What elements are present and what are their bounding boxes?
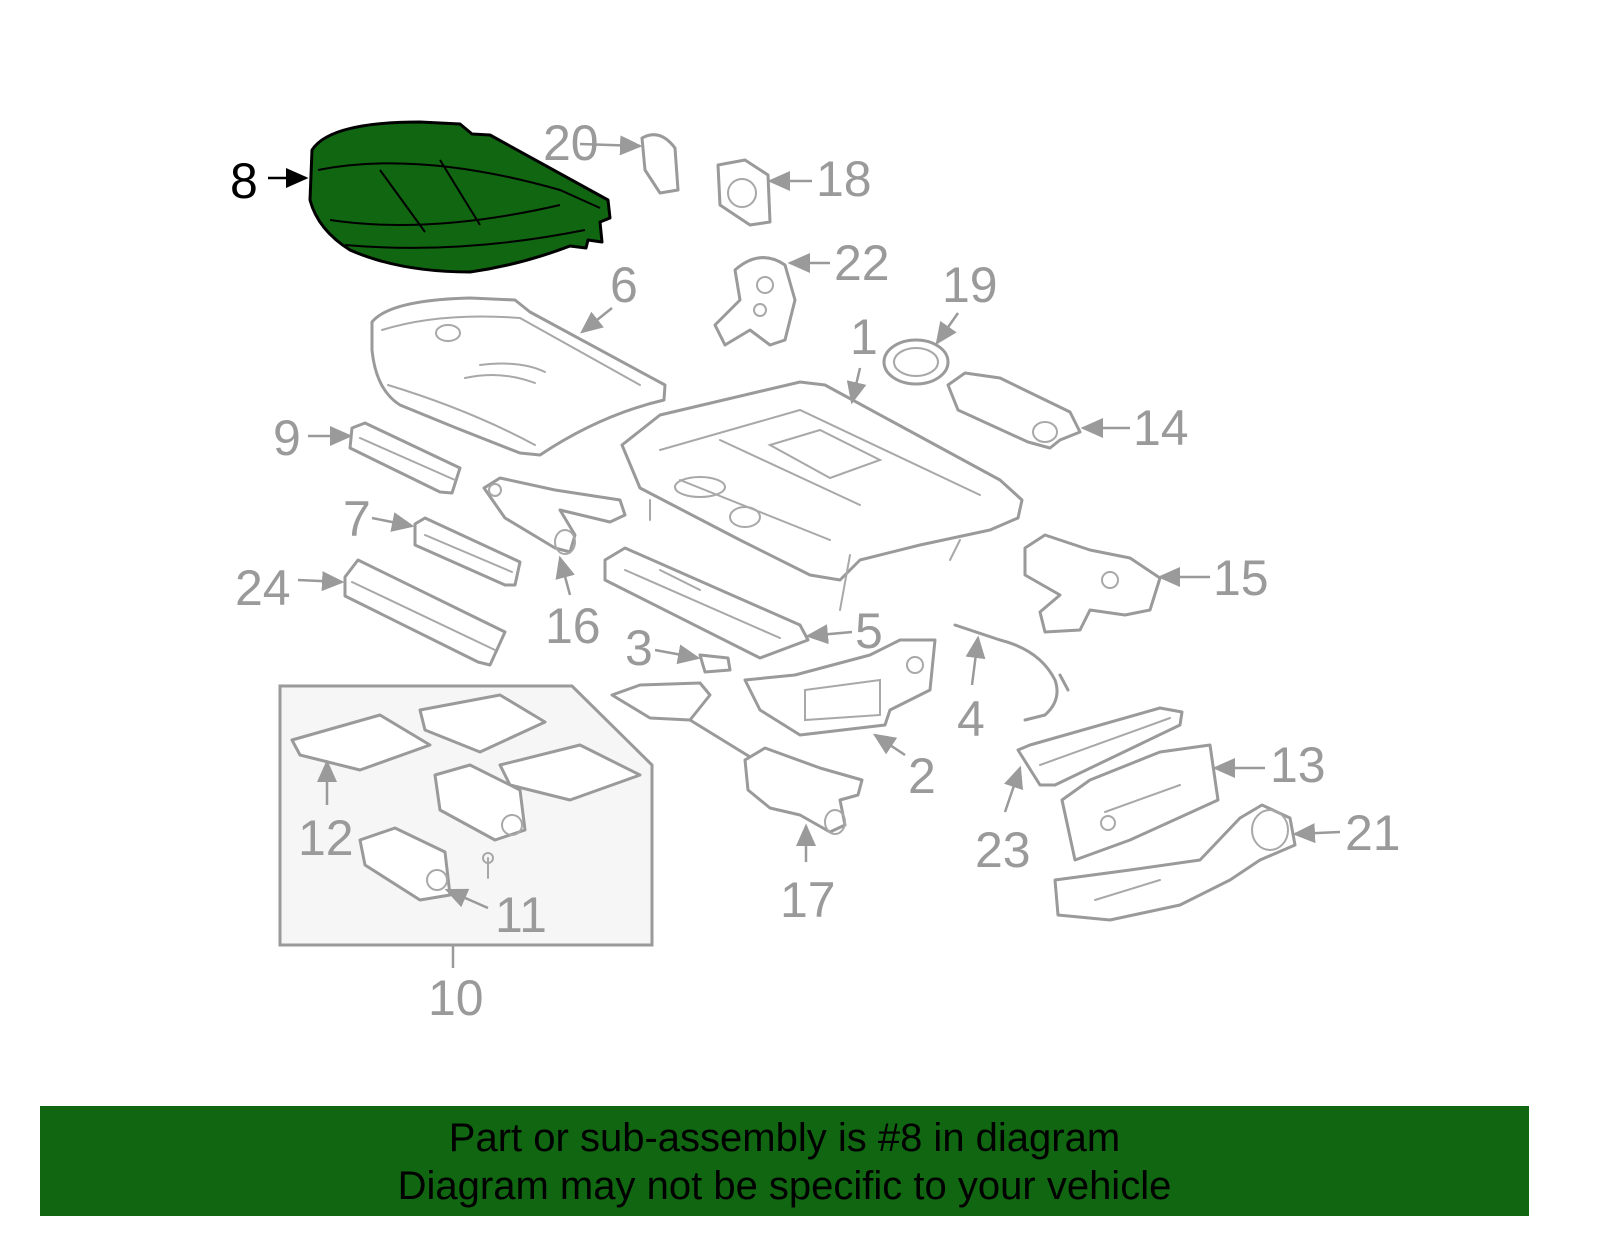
part-9-trim-piece[interactable]	[348, 421, 462, 495]
callout-15[interactable]: 15	[1213, 550, 1269, 606]
part-18-cover[interactable]	[716, 158, 772, 227]
callout-5[interactable]: 5	[855, 603, 883, 659]
callout-7[interactable]: 7	[343, 491, 371, 547]
part-1-seat-frame[interactable]	[620, 380, 1024, 611]
callout-19[interactable]: 19	[942, 257, 998, 313]
callout-17[interactable]: 17	[780, 872, 836, 928]
callout-8[interactable]: 8	[230, 153, 258, 209]
callout-14[interactable]: 14	[1133, 400, 1189, 456]
part-21-side-trim[interactable]	[1053, 803, 1297, 922]
callout-10[interactable]: 10	[428, 970, 484, 1026]
part-14-motor[interactable]	[946, 371, 1082, 450]
callout-21[interactable]: 21	[1345, 805, 1401, 861]
callout-9[interactable]: 9	[273, 410, 301, 466]
callout-3[interactable]: 3	[625, 620, 653, 676]
part-24-trim-strip[interactable]	[343, 558, 507, 667]
info-banner: Part or sub-assembly is #8 in diagram Di…	[40, 1106, 1529, 1216]
callout-23[interactable]: 23	[975, 822, 1031, 878]
callout-20[interactable]: 20	[543, 115, 599, 171]
callout-13[interactable]: 13	[1270, 737, 1326, 793]
part-7-trim-piece[interactable]	[413, 516, 522, 587]
callout-2[interactable]: 2	[908, 748, 936, 804]
banner-line-2: Diagram may not be specific to your vehi…	[397, 1164, 1172, 1208]
part-10-inset-group[interactable]	[278, 684, 654, 947]
part-2-bracket[interactable]	[743, 638, 937, 737]
part-22-bracket[interactable]	[713, 256, 797, 347]
part-19-ring[interactable]	[882, 338, 950, 386]
part-3-clip[interactable]	[698, 653, 732, 674]
callout-12[interactable]: 12	[298, 810, 354, 866]
part-16-actuator[interactable]	[482, 476, 627, 555]
callout-24[interactable]: 24	[235, 560, 291, 616]
callout-4[interactable]: 4	[957, 691, 985, 747]
callout-18[interactable]: 18	[816, 151, 872, 207]
callout-16[interactable]: 16	[545, 598, 601, 654]
part-12-plate[interactable]	[290, 713, 432, 772]
part-4-cable[interactable]	[953, 623, 1070, 722]
callout-22[interactable]: 22	[834, 235, 890, 291]
part-20-cap[interactable]	[640, 133, 680, 195]
part-17-motor-assembly[interactable]	[610, 681, 864, 835]
callout-6[interactable]: 6	[610, 257, 638, 313]
banner-line-1: Part or sub-assembly is #8 in diagram	[448, 1116, 1121, 1160]
part-6-cushion-pad[interactable]	[370, 296, 667, 457]
part-15-motor[interactable]	[1023, 533, 1162, 634]
part-5-seat-track[interactable]	[603, 546, 810, 660]
part-23-trim[interactable]	[1016, 706, 1184, 787]
callout-11[interactable]: 11	[495, 887, 547, 943]
callout-1[interactable]: 1	[850, 309, 878, 365]
part-8-seat-cushion-cover[interactable]	[308, 120, 612, 274]
